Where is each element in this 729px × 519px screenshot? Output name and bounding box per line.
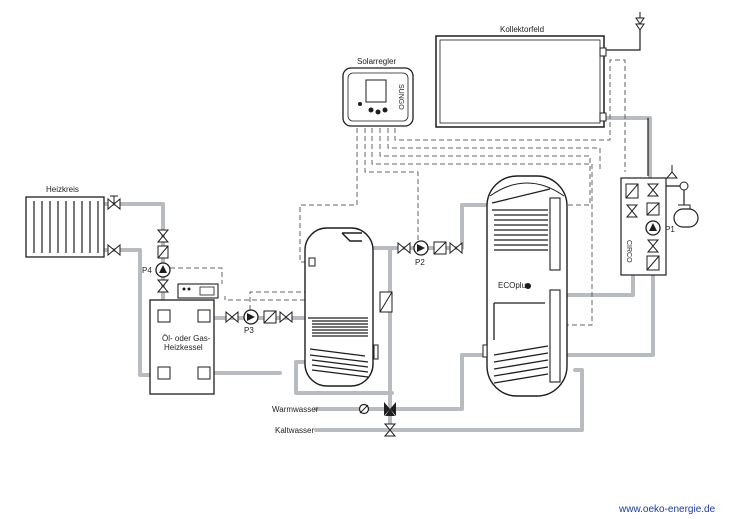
wire-solar-tank-lower (371, 128, 593, 326)
solar-tank-label: ECOplus (498, 281, 530, 290)
buffer-heat-exchanger-lower (309, 348, 369, 378)
warm-water-label: Warmwasser (272, 405, 319, 414)
pump-p4-label: P4 (142, 266, 152, 275)
wire-solar-tank (379, 128, 591, 206)
gas-oil-boiler: Öl- oder Gas- Heizkessel (149, 283, 219, 395)
buffer-bottom-pipe (294, 360, 394, 395)
collector-field: Kollektorfeld (435, 25, 607, 128)
collector-field-label: Kollektorfeld (500, 25, 544, 34)
mixing-valve-icon (383, 402, 397, 437)
wire-p2 (364, 128, 419, 240)
solar-storage-tank: ECOplus (482, 175, 568, 397)
expansion-tank (673, 204, 699, 228)
wire-p4 (170, 267, 223, 284)
radiator-valve-icon (107, 195, 121, 257)
buffer-tank (304, 227, 393, 387)
collector-return-pipe (603, 116, 652, 180)
mixer-to-solar-tank-pipe (393, 353, 490, 411)
flow-meter-icon (358, 403, 370, 415)
collector-supply-line (605, 30, 641, 51)
solar-controller-brand: SUNGO (397, 84, 404, 110)
boiler-label-line1: Öl- oder Gas- (162, 334, 211, 343)
solar-controller: SUNGO Solarregler (342, 57, 414, 127)
radiator-label: Heizkreis (46, 185, 79, 194)
boiler-label-line2: Heizkessel (164, 343, 203, 352)
pump-p2-label: P2 (415, 258, 425, 267)
pump-p3-group: P3 (225, 309, 293, 335)
solar-heat-exchanger-lower (493, 302, 549, 384)
cold-water-label: Kaltwasser (275, 426, 314, 435)
heating-return-pipe (102, 248, 157, 377)
wire-p3 (224, 296, 305, 301)
solar-controller-label: Solarregler (357, 57, 396, 66)
radiator: Heizkreis (25, 185, 105, 258)
cold-water-pipe (314, 368, 584, 432)
wire-collector-sensor (394, 59, 626, 172)
wire-p1 (387, 128, 601, 172)
circo-label: CIRCO (625, 240, 632, 263)
valve-icon (156, 229, 170, 243)
pump-p4-group: P4 (142, 229, 171, 293)
solar-heat-exchanger-upper (491, 188, 551, 251)
control-wiring (170, 59, 626, 326)
buffer-heat-exchanger-upper (308, 317, 368, 337)
wire-buffer (299, 128, 358, 263)
circo-pump-station: CIRCO P1 (620, 177, 675, 276)
pump-p1-label: P1 (665, 225, 675, 234)
website-link[interactable]: www.oeko-energie.de (618, 504, 716, 515)
buffer-to-solar-tank-pipe (370, 203, 490, 250)
air-vent-icon (635, 12, 645, 31)
wire-p3b (249, 291, 305, 310)
safety-valve-icon (665, 165, 689, 191)
pump-p2-group: P2 (397, 240, 463, 267)
pump-p3-label: P3 (244, 326, 254, 335)
solar-tank-bottom-pipe (563, 263, 655, 357)
